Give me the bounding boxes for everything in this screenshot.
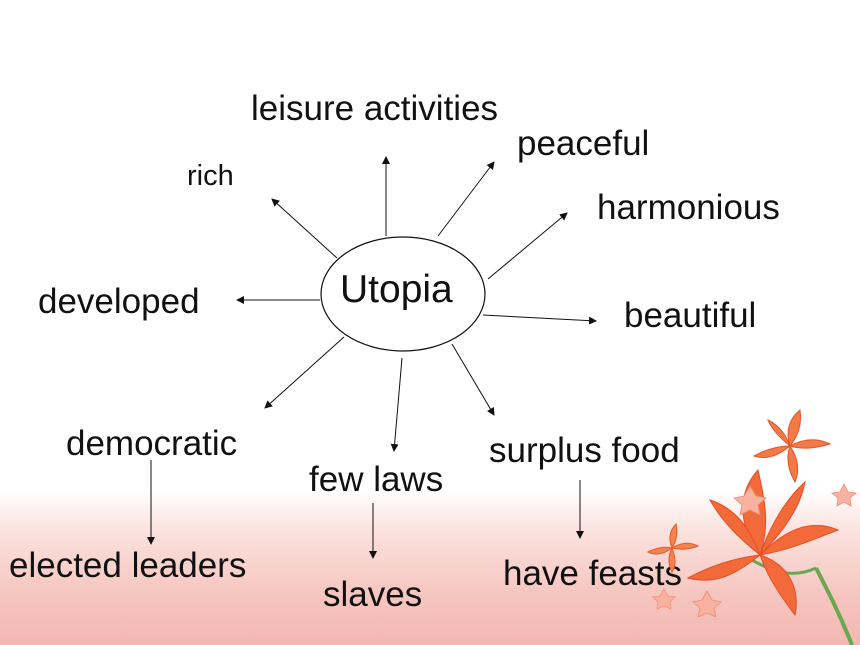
label-have-feasts: have feasts [503, 554, 682, 593]
arrow-surplus-food [451, 343, 495, 416]
arrow-harmonious [487, 212, 568, 280]
blossom-small [652, 483, 857, 618]
arrow-rich [271, 198, 338, 259]
label-leisure-activities: leisure activities [251, 89, 499, 128]
label-rich: rich [187, 160, 234, 192]
top-lily [752, 409, 832, 484]
arrow-peaceful [437, 161, 495, 237]
label-developed: developed [38, 282, 200, 321]
label-surplus-food: surplus food [489, 431, 680, 470]
large-lily [686, 468, 840, 617]
small-lily-left [646, 522, 700, 573]
lily-flowers-decoration [646, 409, 857, 645]
label-harmonious: harmonious [597, 188, 780, 227]
arrow-beautiful [482, 314, 597, 325]
label-slaves: slaves [323, 575, 423, 614]
center-ellipse [320, 236, 486, 352]
center-label: Utopia [340, 268, 453, 311]
label-elected-leaders: elected leaders [9, 546, 247, 585]
label-beautiful: beautiful [624, 296, 757, 335]
arrow-few-laws [390, 357, 403, 452]
label-democratic: democratic [66, 424, 238, 463]
arrow-democratic [264, 336, 345, 409]
label-few-laws: few laws [309, 460, 444, 499]
label-peaceful: peaceful [517, 124, 650, 163]
